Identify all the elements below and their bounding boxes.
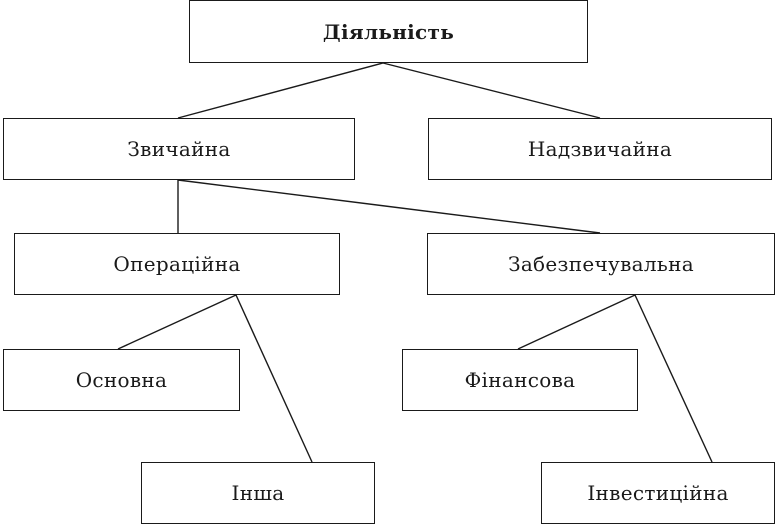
edge-operational-main <box>117 294 237 350</box>
node-operational: Операційна <box>14 233 340 295</box>
node-financial-label: Фінансова <box>464 368 576 392</box>
node-other: Інша <box>141 462 375 524</box>
node-supporting-label: Забезпечувальна <box>508 252 694 276</box>
node-investment: Інвестиційна <box>541 462 775 524</box>
node-extraordinary: Надзвичайна <box>428 118 772 180</box>
node-ordinary: Звичайна <box>3 118 355 180</box>
node-investment-label: Інвестиційна <box>587 481 729 505</box>
node-operational-label: Операційна <box>113 252 241 276</box>
node-financial: Фінансова <box>402 349 638 411</box>
edge-operational-other <box>235 294 313 463</box>
edge-root-extraordinary <box>382 62 601 119</box>
edge-supporting-investment <box>634 294 713 463</box>
node-activity: Діяльність <box>189 0 588 63</box>
node-main-label: Основна <box>75 368 168 392</box>
node-ordinary-label: Звичайна <box>127 137 231 161</box>
edge-root-ordinary <box>177 62 384 119</box>
edge-ordinary-supporting <box>177 179 601 234</box>
node-supporting: Забезпечувальна <box>427 233 775 295</box>
edge-supporting-financial <box>517 294 636 350</box>
node-main: Основна <box>3 349 240 411</box>
node-other-label: Інша <box>231 481 285 505</box>
node-activity-label: Діяльність <box>322 19 455 44</box>
node-extraordinary-label: Надзвичайна <box>527 137 673 161</box>
